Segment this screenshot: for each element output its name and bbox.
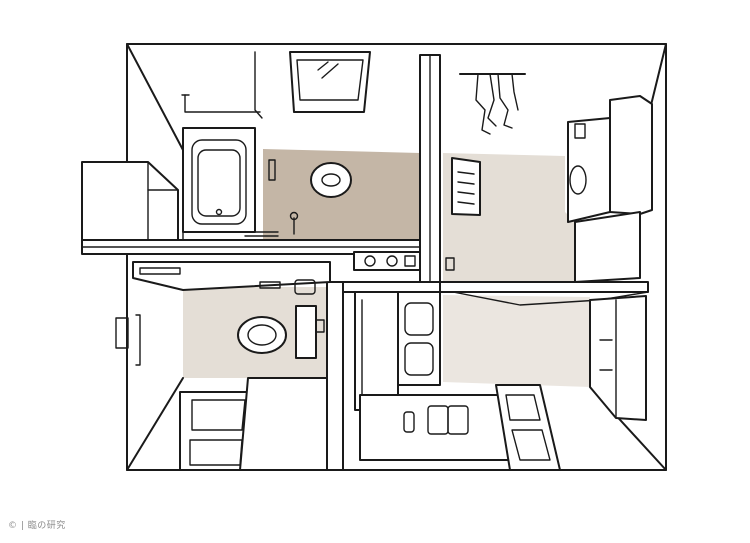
entrance-step-left <box>179 377 328 471</box>
wall-rails <box>181 51 263 119</box>
towel-rack-icon <box>459 73 526 135</box>
toilet-room-shelf <box>132 261 331 295</box>
hall-floor <box>443 295 590 387</box>
bath-fixtures <box>268 159 352 235</box>
slippers-icon <box>403 405 469 435</box>
bathtub-icon <box>182 127 279 237</box>
window-icon <box>289 51 371 113</box>
right-cabinet <box>589 295 647 421</box>
washing-machine-icon <box>567 95 653 283</box>
toilet-icon <box>237 305 325 359</box>
notice-poster <box>451 157 481 216</box>
entrance-step-right <box>359 384 561 471</box>
watermark: © | 臨の研究 <box>8 521 66 531</box>
switch-plate <box>445 257 455 271</box>
sink-icon <box>354 291 441 411</box>
stove-icon <box>353 251 421 271</box>
door-handle-left <box>115 314 141 366</box>
left-storage-box <box>81 161 179 241</box>
